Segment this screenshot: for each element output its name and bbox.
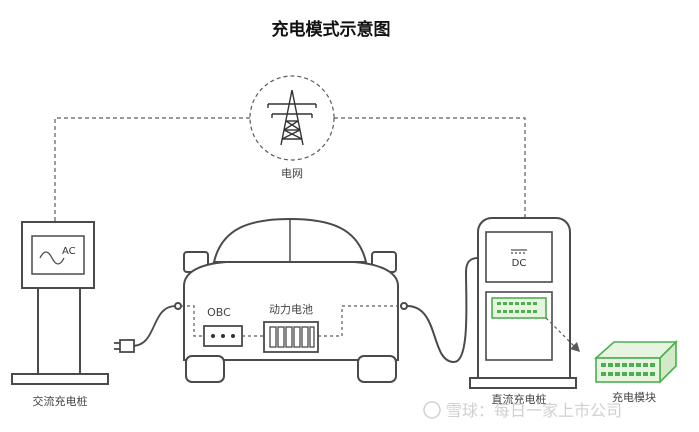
ac-pile-screen — [31, 235, 85, 275]
transmission-tower-icon — [267, 89, 317, 146]
grid-to-ac-line — [54, 117, 250, 225]
ac-cable — [114, 305, 177, 353]
power-grid: 电网 — [249, 75, 335, 180]
grid-to-dc-line — [334, 117, 526, 218]
right-wheel — [357, 355, 397, 383]
watermark-text: 雪球：每日一家上市公司 — [446, 401, 622, 420]
ac-cable-line — [131, 305, 177, 347]
car-right-port — [400, 302, 408, 310]
dc-screen-text: DC — [512, 258, 527, 269]
electric-vehicle — [174, 217, 408, 383]
ac-wave-icon — [39, 251, 65, 265]
grid-label: 电网 — [281, 167, 303, 180]
ac-pile-post — [37, 287, 81, 375]
ac-screen-text: AC — [62, 246, 76, 257]
dc-pile-screen — [485, 231, 553, 283]
charging-module-label: 充电模块 — [612, 390, 656, 404]
snowball-logo-icon — [423, 401, 441, 419]
battery-label: 动力电池 — [269, 303, 313, 316]
car-left-port — [174, 302, 182, 310]
dc-pile-base — [469, 377, 577, 389]
dc-pile-label: 直流充电桩 — [492, 392, 547, 406]
watermark: 雪球：每日一家上市公司 — [423, 401, 622, 420]
grid-circle — [249, 75, 335, 161]
battery-pack — [263, 321, 319, 353]
grid-connection-lines — [54, 117, 526, 225]
car-internal-wiring — [181, 305, 401, 337]
ac-pile-base — [11, 373, 109, 385]
dc-cable — [406, 257, 479, 364]
obc-label: OBC — [207, 306, 231, 319]
left-wheel — [185, 355, 225, 383]
ac-pile-label: 交流充电桩 — [33, 394, 88, 408]
ac-charging-pile: AC — [11, 221, 109, 385]
module-pointer-arrow — [545, 317, 580, 352]
ac-plug-icon — [119, 339, 135, 353]
charging-module — [593, 340, 678, 384]
dc-pile-internal-module — [491, 297, 547, 319]
obc-unit — [203, 325, 243, 347]
diagram-title: 充电模式示意图 — [272, 19, 391, 40]
